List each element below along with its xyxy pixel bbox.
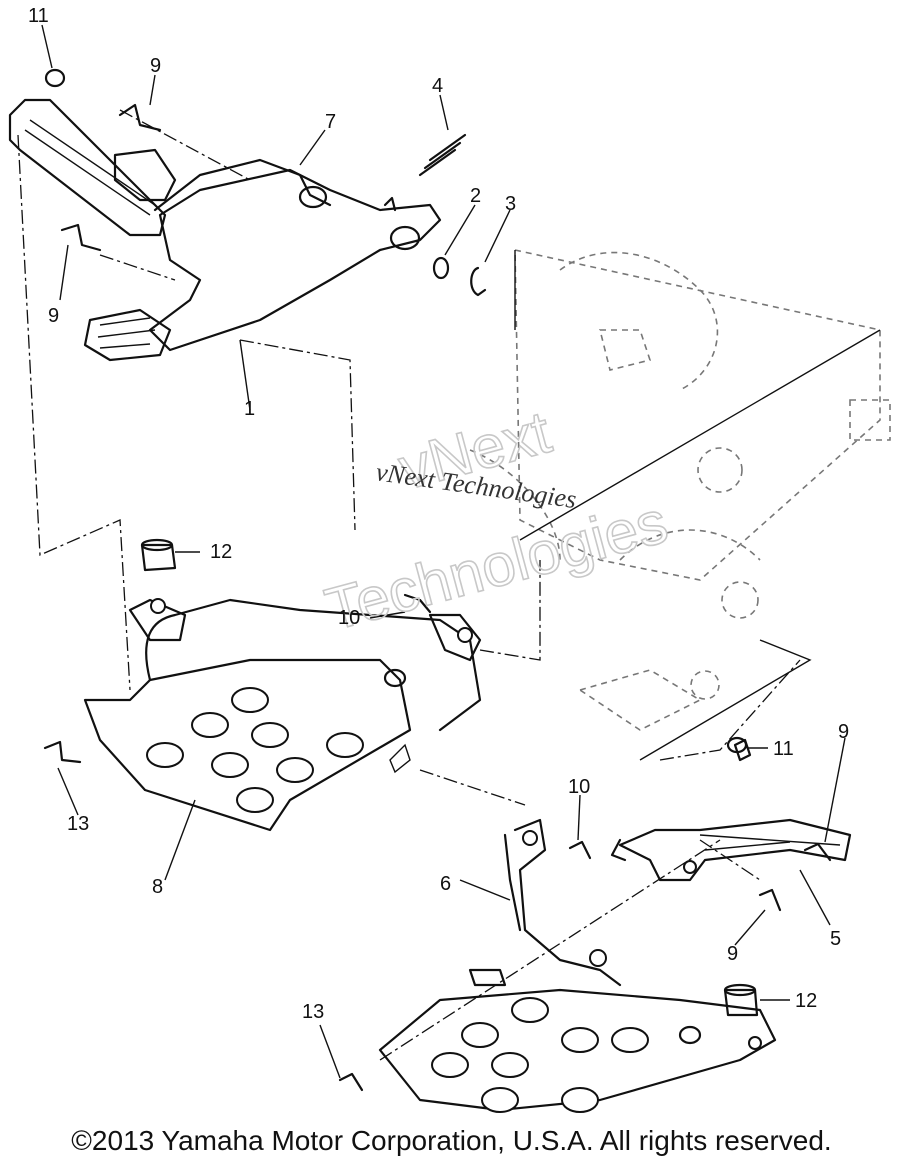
callout-11: 11 [28,5,49,27]
callout-11: 11 [773,738,794,760]
right-footpeg [610,738,852,882]
right-skid-plate [378,818,777,1113]
callout-9: 9 [48,305,59,327]
watermark-outline-line2: Technologies [319,488,675,643]
engine-frame-background [469,249,891,761]
callout-10: 10 [338,607,360,629]
watermark: vNext Technologies vNext Technologies [318,397,675,644]
callout-12: 12 [795,990,817,1012]
hardware [43,68,832,1092]
callout-2: 2 [470,185,481,207]
callout-labels: 11 9 7 4 2 3 9 1 12 10 13 8 10 11 9 6 5 … [28,5,849,1023]
callout-1: 1 [244,398,255,420]
left-footpeg [8,98,332,237]
callout-13: 13 [302,1001,324,1023]
brake-pedal [83,168,442,362]
parts-diagram: vNext Technologies vNext Technologies 11… [8,5,891,1113]
callout-10: 10 [568,776,590,798]
callout-leaders [41,24,846,1079]
callout-7: 7 [325,111,336,133]
callout-9: 9 [838,721,849,743]
copyright-notice: ©2013 Yamaha Motor Corporation, U.S.A. A… [71,1125,832,1156]
callout-8: 8 [152,876,163,898]
callout-6: 6 [440,873,451,895]
callout-12: 12 [210,541,232,563]
callout-4: 4 [432,75,443,97]
callout-9: 9 [727,943,738,965]
callout-5: 5 [830,928,841,950]
callout-3: 3 [505,193,516,215]
callout-9: 9 [150,55,161,77]
callout-13: 13 [67,813,89,835]
left-skid-plate [83,598,482,832]
